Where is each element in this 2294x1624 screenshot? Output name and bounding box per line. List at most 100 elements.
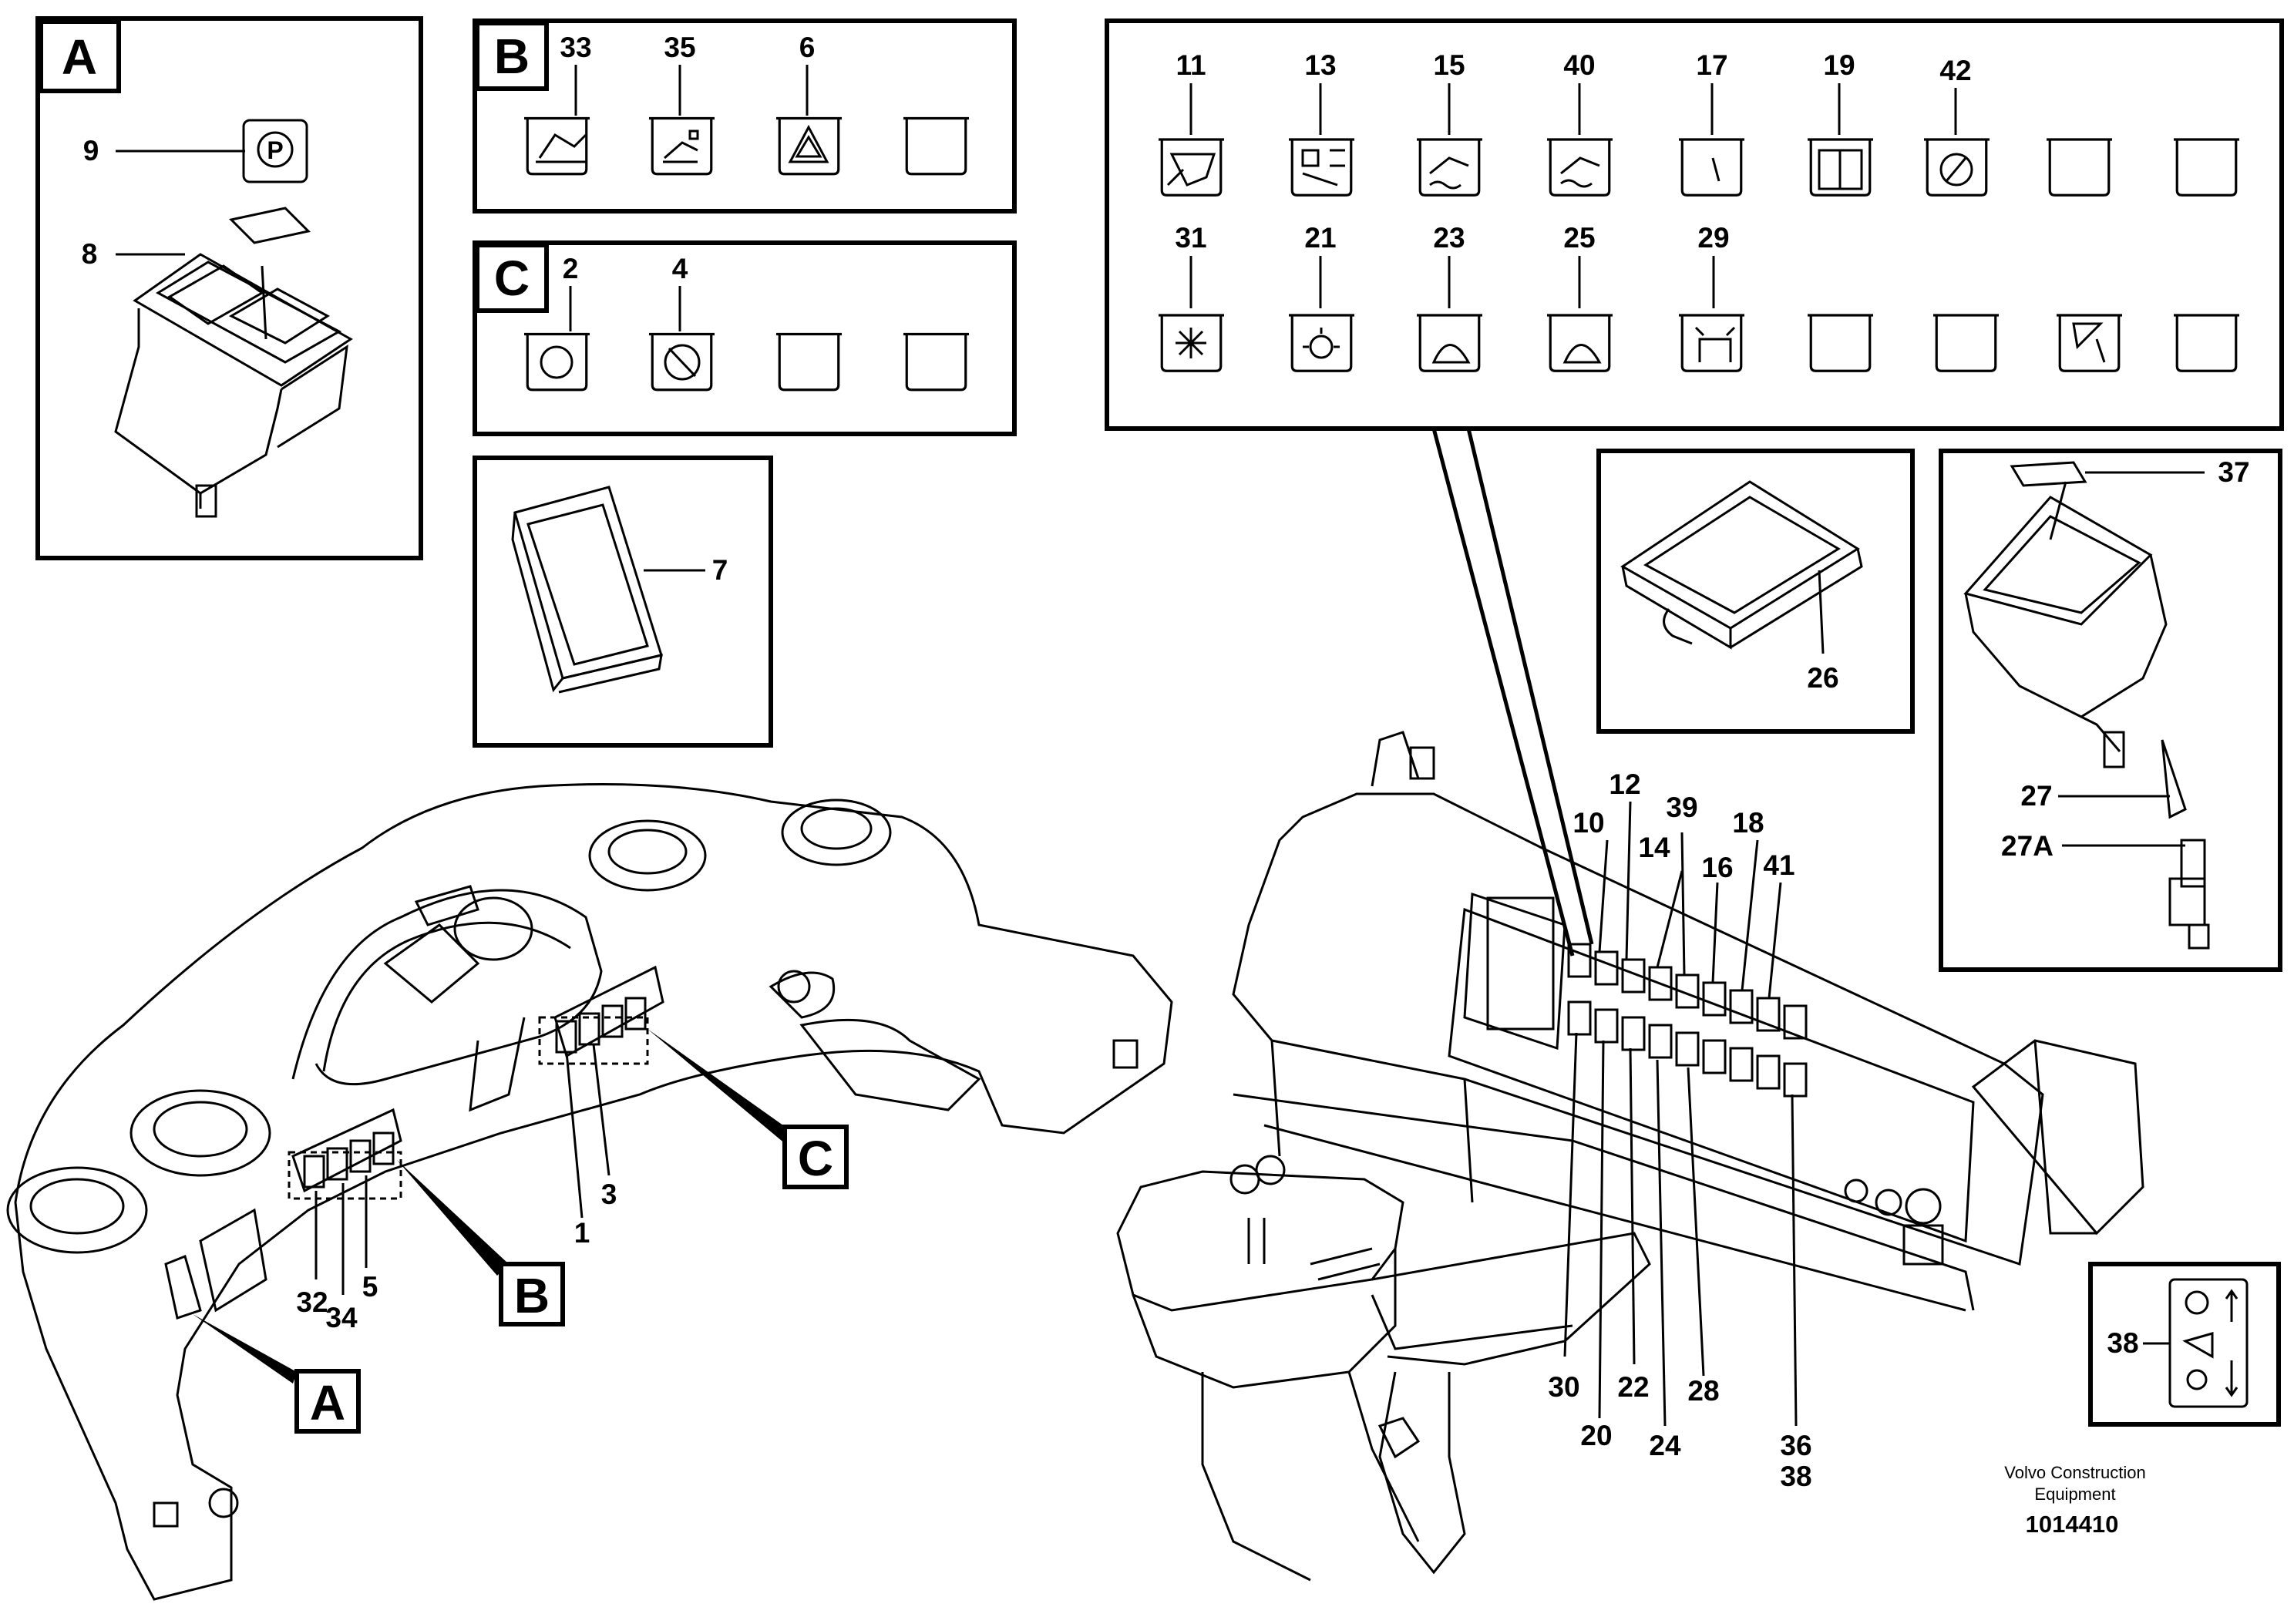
panel-a: A 9 P 8 xyxy=(35,16,423,560)
label-38: 38 xyxy=(2107,1327,2138,1359)
switch-38-icon xyxy=(2168,1278,2249,1408)
label-7: 7 xyxy=(712,554,728,586)
label-34: 34 xyxy=(325,1302,358,1333)
part-number: 1014410 xyxy=(2026,1511,2119,1538)
lock-switch-icon xyxy=(1289,138,1354,197)
gauge-switch-icon xyxy=(1679,138,1744,197)
callout-b: B xyxy=(397,1160,565,1326)
label-37: 37 xyxy=(2218,456,2249,488)
label-8: 8 xyxy=(82,238,98,270)
label-42: 42 xyxy=(1939,55,1971,86)
label-1: 1 xyxy=(574,1217,590,1249)
label-21: 21 xyxy=(1304,222,1336,254)
label-25: 25 xyxy=(1563,222,1595,254)
left-leader-lines xyxy=(314,1044,610,1295)
label-20: 20 xyxy=(1580,1420,1612,1451)
switch-35-icon xyxy=(649,116,715,176)
label-10: 10 xyxy=(1572,807,1604,839)
label-28: 28 xyxy=(1687,1375,1719,1407)
label-9: 9 xyxy=(83,135,99,166)
right-leader-lines xyxy=(1563,801,1798,1427)
credit-line-1: Volvo Construction xyxy=(2004,1463,2145,1482)
panel-a-letter: A xyxy=(62,29,97,85)
left-switch-cluster-c xyxy=(538,997,649,1065)
blank-switch-icon xyxy=(903,332,969,392)
label-18: 18 xyxy=(1732,807,1764,839)
label-26: 26 xyxy=(1807,662,1838,694)
blank-switch-icon xyxy=(903,116,969,176)
blank-switch-icon xyxy=(1808,314,1873,372)
callout-c: C xyxy=(648,1029,849,1189)
label-35: 35 xyxy=(664,32,695,63)
credit-block: Volvo Construction Equipment 1014410 xyxy=(2004,1463,2145,1538)
label-15: 15 xyxy=(1433,49,1465,81)
grid-row-2-labels: 31 21 23 25 29 xyxy=(1175,222,1729,254)
label-12: 12 xyxy=(1609,768,1640,800)
label-14: 14 xyxy=(1638,832,1670,863)
callout-b-letter: B xyxy=(514,1268,550,1323)
right-switch-rows xyxy=(1567,943,1808,1098)
panel-37: 37 27 27A xyxy=(1939,449,2282,972)
grid-row-1-labels: 11 13 15 40 17 19 42 xyxy=(1176,49,1971,86)
label-19: 19 xyxy=(1823,49,1855,81)
label-27a: 27A xyxy=(2001,830,2054,862)
parking-brake-icon: P xyxy=(242,119,308,183)
switch-grid-panel: 11 13 15 40 17 19 42 xyxy=(1105,18,2284,431)
grid-row-1-switches xyxy=(1159,138,2239,197)
blank-switch-icon xyxy=(1933,314,1999,372)
label-2: 2 xyxy=(563,253,579,284)
callout-a: A xyxy=(193,1314,361,1434)
panel-b-letter: B xyxy=(494,29,530,84)
right-top-labels: 12 39 10 14 18 16 41 xyxy=(1572,768,1794,883)
panel-26: 26 xyxy=(1596,449,1915,734)
wiper-switch-icon xyxy=(1159,138,1224,197)
credit-line-2: Equipment xyxy=(2034,1484,2115,1504)
label-39: 39 xyxy=(1666,792,1697,823)
label-32: 32 xyxy=(296,1286,328,1318)
beacon-switch-icon xyxy=(1289,314,1354,372)
left-labels: 1 3 5 32 34 xyxy=(296,1178,617,1333)
label-5: 5 xyxy=(362,1271,378,1303)
label-31: 31 xyxy=(1175,222,1206,254)
blank-switch-icon xyxy=(2174,138,2239,197)
rocker-switch-drawing xyxy=(114,207,353,518)
label-11: 11 xyxy=(1176,49,1206,81)
display-module-drawing xyxy=(511,486,663,694)
label-40: 40 xyxy=(1563,49,1595,81)
panel-c: C 2 4 xyxy=(473,240,1017,436)
switch-33-icon xyxy=(524,116,590,176)
callout-c-letter: C xyxy=(798,1131,833,1186)
label-17: 17 xyxy=(1696,49,1727,81)
rotating-beacon-switch-icon xyxy=(1679,314,1744,372)
label-23: 23 xyxy=(1433,222,1465,254)
label-29: 29 xyxy=(1697,222,1729,254)
label-13: 13 xyxy=(1304,49,1336,81)
label-27: 27 xyxy=(2020,780,2052,812)
label-36: 36 xyxy=(1780,1430,1811,1461)
svg-text:P: P xyxy=(267,136,283,164)
panel-b: B 33 35 6 xyxy=(473,18,1017,214)
label-16: 16 xyxy=(1701,852,1733,883)
label-33: 33 xyxy=(560,32,591,63)
panel-38: 38 xyxy=(2088,1262,2281,1427)
left-dashboard-drawing xyxy=(6,783,1173,1601)
blank-switch-icon xyxy=(2047,138,2112,197)
grid-leader-lines xyxy=(1431,428,1594,957)
display-26-drawing xyxy=(1620,480,1863,650)
label-30: 30 xyxy=(1548,1371,1579,1403)
callout-a-letter: A xyxy=(310,1375,345,1431)
label-3: 3 xyxy=(601,1178,617,1210)
blank-switch-icon xyxy=(2174,314,2239,372)
label-4: 4 xyxy=(672,253,688,284)
panel-c-letter: C xyxy=(494,250,530,306)
switch-2-icon xyxy=(524,332,590,392)
label-38-bottom: 38 xyxy=(1780,1461,1811,1492)
blank-switch-icon xyxy=(776,332,842,392)
left-switch-cluster-b xyxy=(288,1131,402,1200)
switch-37-drawing xyxy=(1963,461,2210,950)
label-22: 22 xyxy=(1617,1371,1649,1403)
right-bottom-labels: 30 20 22 24 28 36 38 xyxy=(1548,1371,1811,1492)
label-6: 6 xyxy=(799,32,816,63)
